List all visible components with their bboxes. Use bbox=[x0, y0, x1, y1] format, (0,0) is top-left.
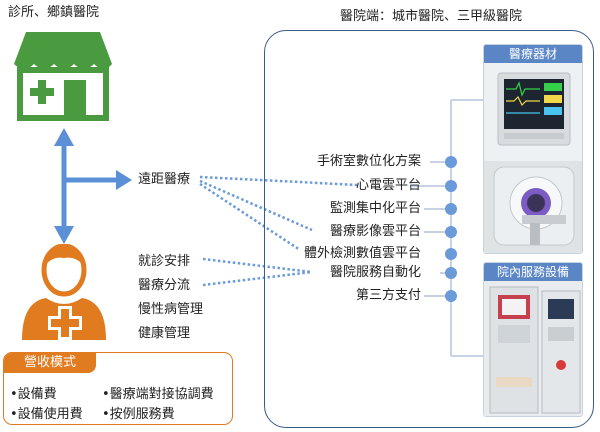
hospital-panel bbox=[264, 30, 594, 428]
clinic-title: 診所、鄉鎮醫院 bbox=[8, 5, 100, 20]
arrow-up-head bbox=[54, 128, 74, 146]
arrow-down-head bbox=[54, 226, 74, 244]
patient-monitor-icon bbox=[497, 72, 571, 146]
hospital-item-7: 第三方支付 bbox=[355, 288, 421, 303]
revenue-box: 營收模式 •設備費 •醫療端對接協調費 •設備使用費 •按例服務費 bbox=[3, 352, 233, 425]
hospital-item-4: 醫療影像雲平台 bbox=[329, 224, 421, 239]
service-kiosk-image bbox=[484, 281, 582, 416]
hospital-title: 醫院端：城市醫院、三甲級醫院 bbox=[340, 9, 523, 24]
hospital-item-6: 醫院服務自動化 bbox=[329, 265, 421, 280]
hospital-item-1: 手術室數位化方案 bbox=[316, 154, 421, 169]
equipment-card: 醫療器材 bbox=[483, 44, 583, 254]
equipment-card-title: 醫療器材 bbox=[484, 45, 582, 63]
revenue-item-4: •按例服務費 bbox=[102, 407, 175, 422]
hospital-item-2: 心電雲平台 bbox=[355, 178, 421, 193]
arrow-right-head bbox=[116, 170, 132, 190]
patient-icon bbox=[22, 244, 106, 340]
telemedicine-label: 遠距醫療 bbox=[138, 172, 191, 187]
clinic-building-icon bbox=[14, 32, 112, 121]
patient-service-1: 就診安排 bbox=[138, 254, 191, 269]
second-kiosk-icon bbox=[541, 290, 581, 414]
revenue-item-1: •設備費 bbox=[10, 387, 57, 402]
service-card-title: 院內服務設備 bbox=[484, 263, 582, 281]
hospital-item-5: 體外檢測數值雲平台 bbox=[303, 246, 421, 261]
patient-service-3: 慢性病管理 bbox=[138, 302, 204, 317]
medical-equipment-image bbox=[484, 63, 582, 253]
patient-service-4: 健康管理 bbox=[138, 326, 191, 341]
mri-scanner-icon bbox=[493, 166, 575, 246]
hospital-item-3: 監測集中化平台 bbox=[329, 201, 421, 216]
revenue-item-3: •設備使用費 bbox=[10, 407, 83, 422]
self-service-kiosk-icon bbox=[489, 286, 539, 414]
telemedicine-links bbox=[199, 175, 359, 287]
service-equipment-card: 院內服務設備 bbox=[483, 262, 583, 417]
revenue-item-2: •醫療端對接協調費 bbox=[102, 387, 214, 402]
connector-dots bbox=[445, 156, 457, 302]
patient-service-2: 醫療分流 bbox=[138, 278, 191, 293]
revenue-title: 營收模式 bbox=[4, 353, 96, 373]
